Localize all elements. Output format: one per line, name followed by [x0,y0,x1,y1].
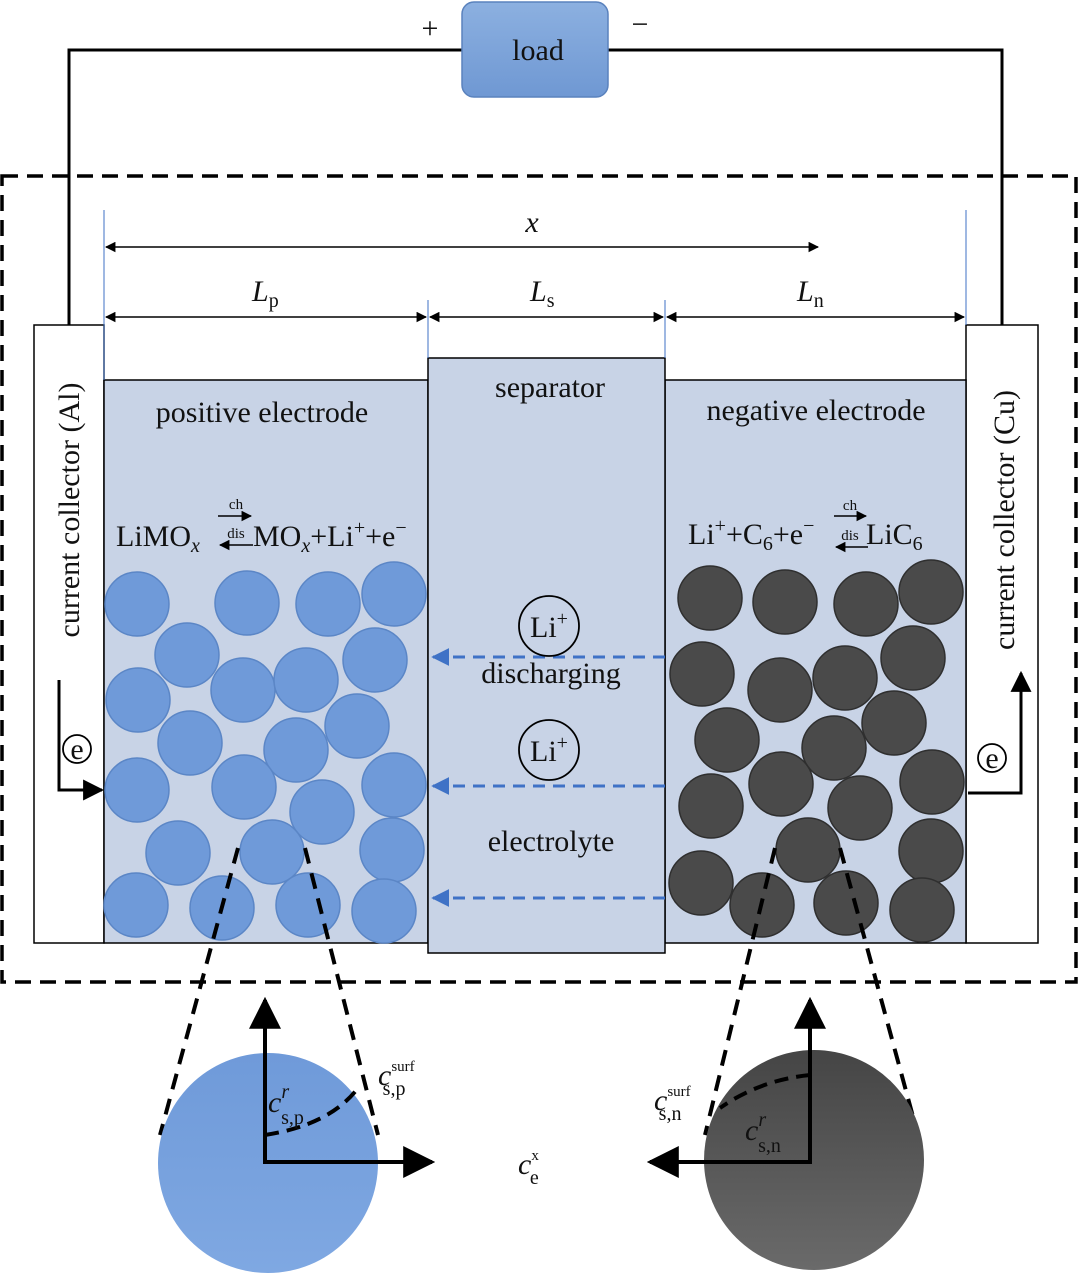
right-current-collector [965,324,1039,944]
svg-text:MOx+Li++e−: MOx+Li++e− [253,517,407,557]
svg-text:ch: ch [843,498,858,514]
discharging-label: discharging [481,657,620,690]
svg-text:dis: dis [841,528,859,544]
cell-boundary [0,174,1078,984]
positive-electrode-label: positive electrode [156,396,368,429]
positive-zoom-axes [249,996,436,1178]
electron-icon-left: e [70,733,83,766]
svg-text:Li+: Li+ [530,608,568,644]
negative-electrode-label: negative electrode [706,394,925,427]
lp-label: Lp [251,275,279,312]
svg-text:Li+: Li+ [530,732,568,768]
electron-icon-right: e [985,742,998,775]
electron-flow-left: e [57,680,105,801]
svg-text:ch: ch [229,497,244,513]
svg-text:LiC6: LiC6 [866,518,923,555]
zoom-lines [158,847,920,1136]
positive-particles [103,561,427,944]
ln-label: Ln [796,275,824,312]
x-label: x [524,206,539,239]
positive-reaction: LiMOx ch dis MOx+Li++e− [116,497,407,557]
plus-terminal-label: + [422,12,439,45]
ls-label: Ls [529,275,555,312]
right-collector-label: current collector (Cu) [988,390,1021,650]
negative-zoom-axes [646,996,826,1178]
ion-transport: Li+ Li+ [431,595,665,907]
svg-text:Li++C6+e−: Li++C6+e− [688,515,814,555]
load-label: load [512,34,564,67]
minus-terminal-label: − [632,8,649,41]
li-ion-bottom [518,719,580,781]
svg-text:dis: dis [227,526,245,542]
separator-label: separator [495,371,605,404]
electron-flow-right: e [968,670,1032,795]
left-current-collector [33,324,105,944]
negative-particle-zoom [704,1050,924,1270]
load-box [461,1,609,98]
dimension-lines [103,210,967,380]
left-collector-label: current collector (Al) [53,383,86,638]
negative-reaction: Li++C6+e− ch dis LiC6 [688,498,923,555]
negative-particles [668,559,965,943]
li-ion-top [518,595,580,657]
external-circuit: load + − [67,1,1004,325]
svg-text:LiMOx: LiMOx [116,520,200,557]
electrolyte-label: electrolyte [488,825,615,858]
